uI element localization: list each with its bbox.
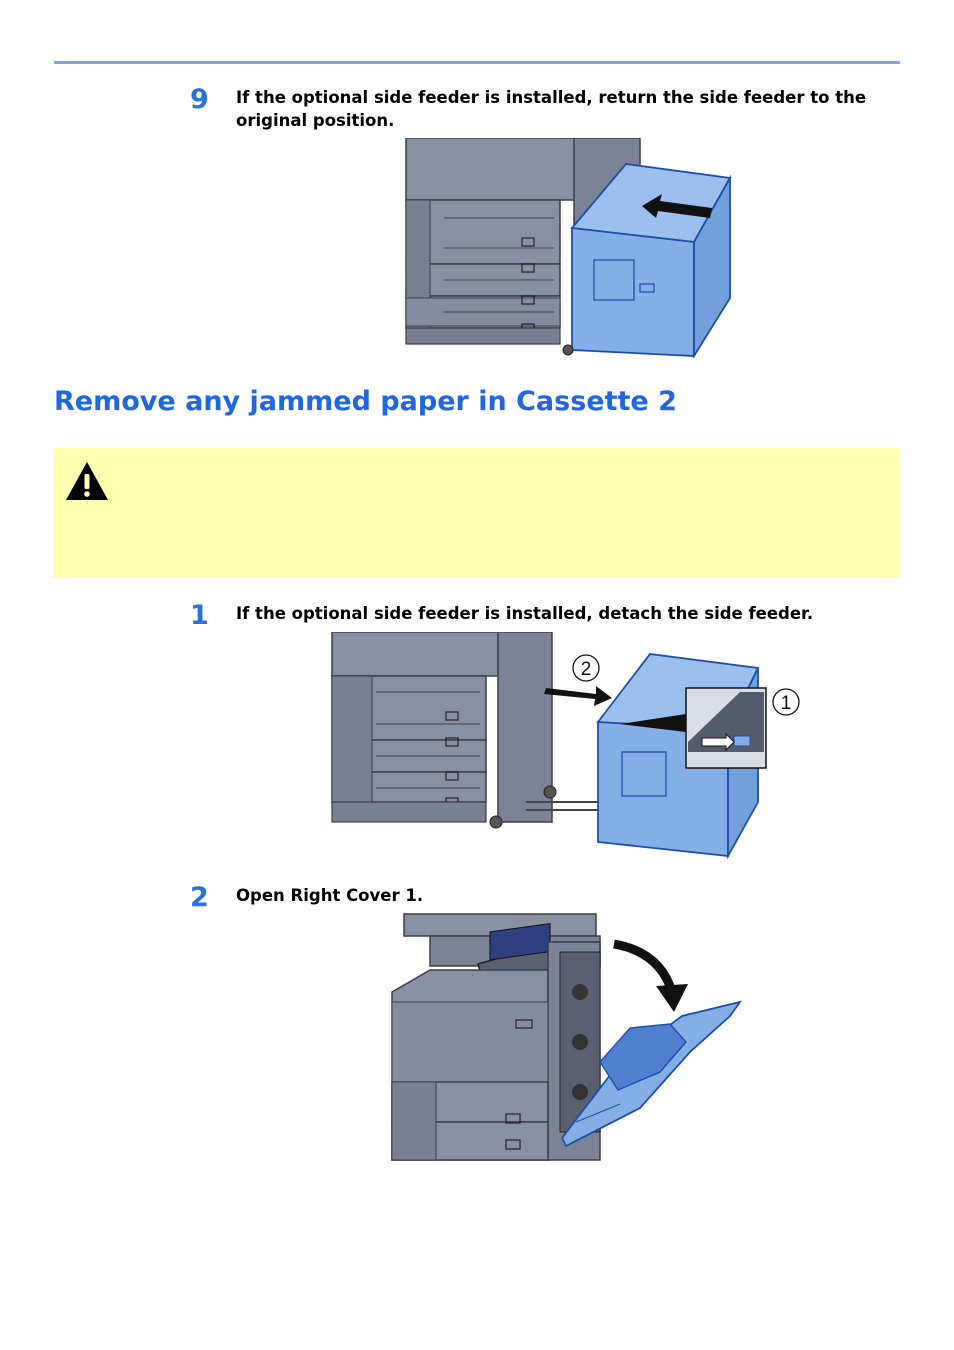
header-rule (54, 61, 900, 64)
illustration-open-right-cover (391, 913, 743, 1161)
caution-box (54, 448, 900, 578)
illustration-detach-side-feeder: 2 1 (331, 632, 800, 860)
section-title: Remove any jammed paper in Cassette 2 (54, 386, 677, 417)
figure-return-side-feeder (404, 138, 734, 358)
figure-open-right-cover (390, 912, 750, 1164)
step-9-text: If the optional side feeder is installed… (236, 88, 867, 130)
step-9-number: 9 (190, 84, 209, 115)
illustration-return-side-feeder (405, 138, 732, 358)
step-2-number: 2 (190, 882, 209, 913)
warning-icon (64, 460, 110, 502)
figure-detach-side-feeder: 2 1 (330, 632, 810, 860)
step-2-text: Open Right Cover 1. (236, 886, 424, 905)
callout-1: 1 (781, 693, 792, 714)
callout-2: 2 (581, 659, 592, 680)
step-1-text: If the optional side feeder is installed… (236, 604, 814, 623)
step-1-number: 1 (190, 600, 209, 631)
